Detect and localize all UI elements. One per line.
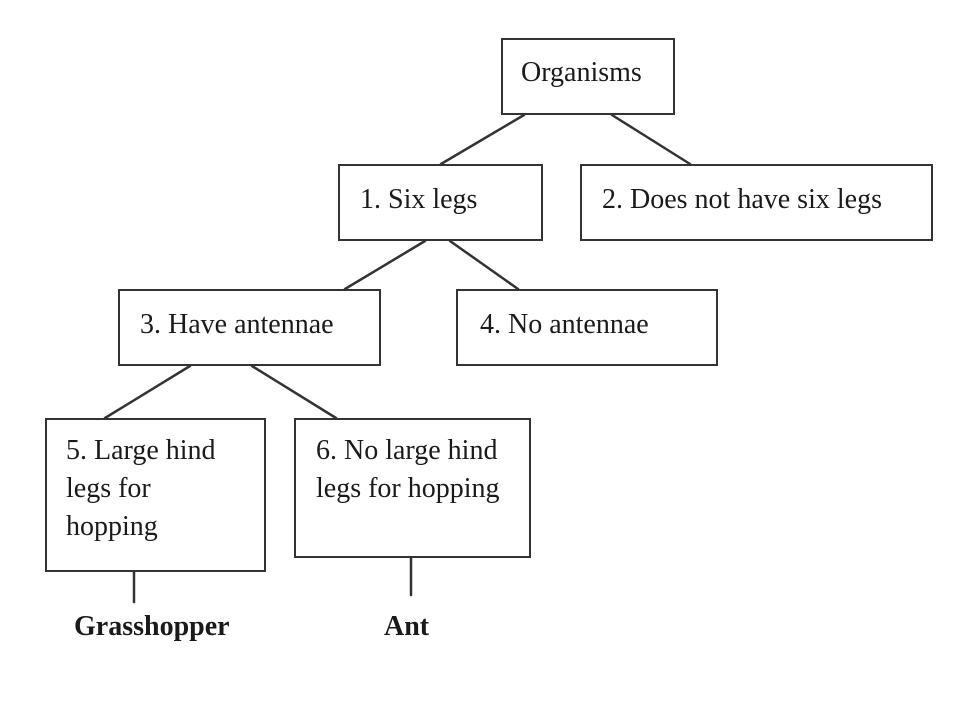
node-large-hind-legs-line-2: legs for [66,473,151,504]
edge-1-to-3 [343,239,427,291]
node-six-legs: 1. Six legs [338,164,543,241]
edge-3-to-6 [250,364,338,420]
node-no-large-hind-legs-line-1: 6. No large hind [316,435,498,466]
node-no-large-hind-legs: 6. No large hind legs for hopping [294,418,531,558]
node-large-hind-legs: 5. Large hind legs for hopping [45,418,266,572]
node-not-six-legs: 2. Does not have six legs [580,164,933,241]
node-no-antennae-label: 4. No antennae [480,309,649,340]
edge-1-to-4 [448,239,520,291]
node-large-hind-legs-line-1: 5. Large hind [66,435,216,466]
node-six-legs-label: 1. Six legs [360,184,478,215]
edge-3-to-5 [103,364,192,420]
node-no-antennae: 4. No antennae [456,289,718,366]
node-organisms-label: Organisms [521,57,642,88]
node-not-six-legs-label: 2. Does not have six legs [602,184,882,215]
node-large-hind-legs-line-3: hopping [66,511,158,542]
node-organisms: Organisms [501,38,675,115]
edge-organisms-to-1 [439,113,526,166]
leaf-grasshopper: Grasshopper [74,611,230,642]
edge-organisms-to-2 [610,113,692,166]
leaf-ant: Ant [384,611,430,642]
node-have-antennae-label: 3. Have antennae [140,309,334,340]
node-have-antennae: 3. Have antennae [118,289,381,366]
node-no-large-hind-legs-line-2: legs for hopping [316,473,500,504]
